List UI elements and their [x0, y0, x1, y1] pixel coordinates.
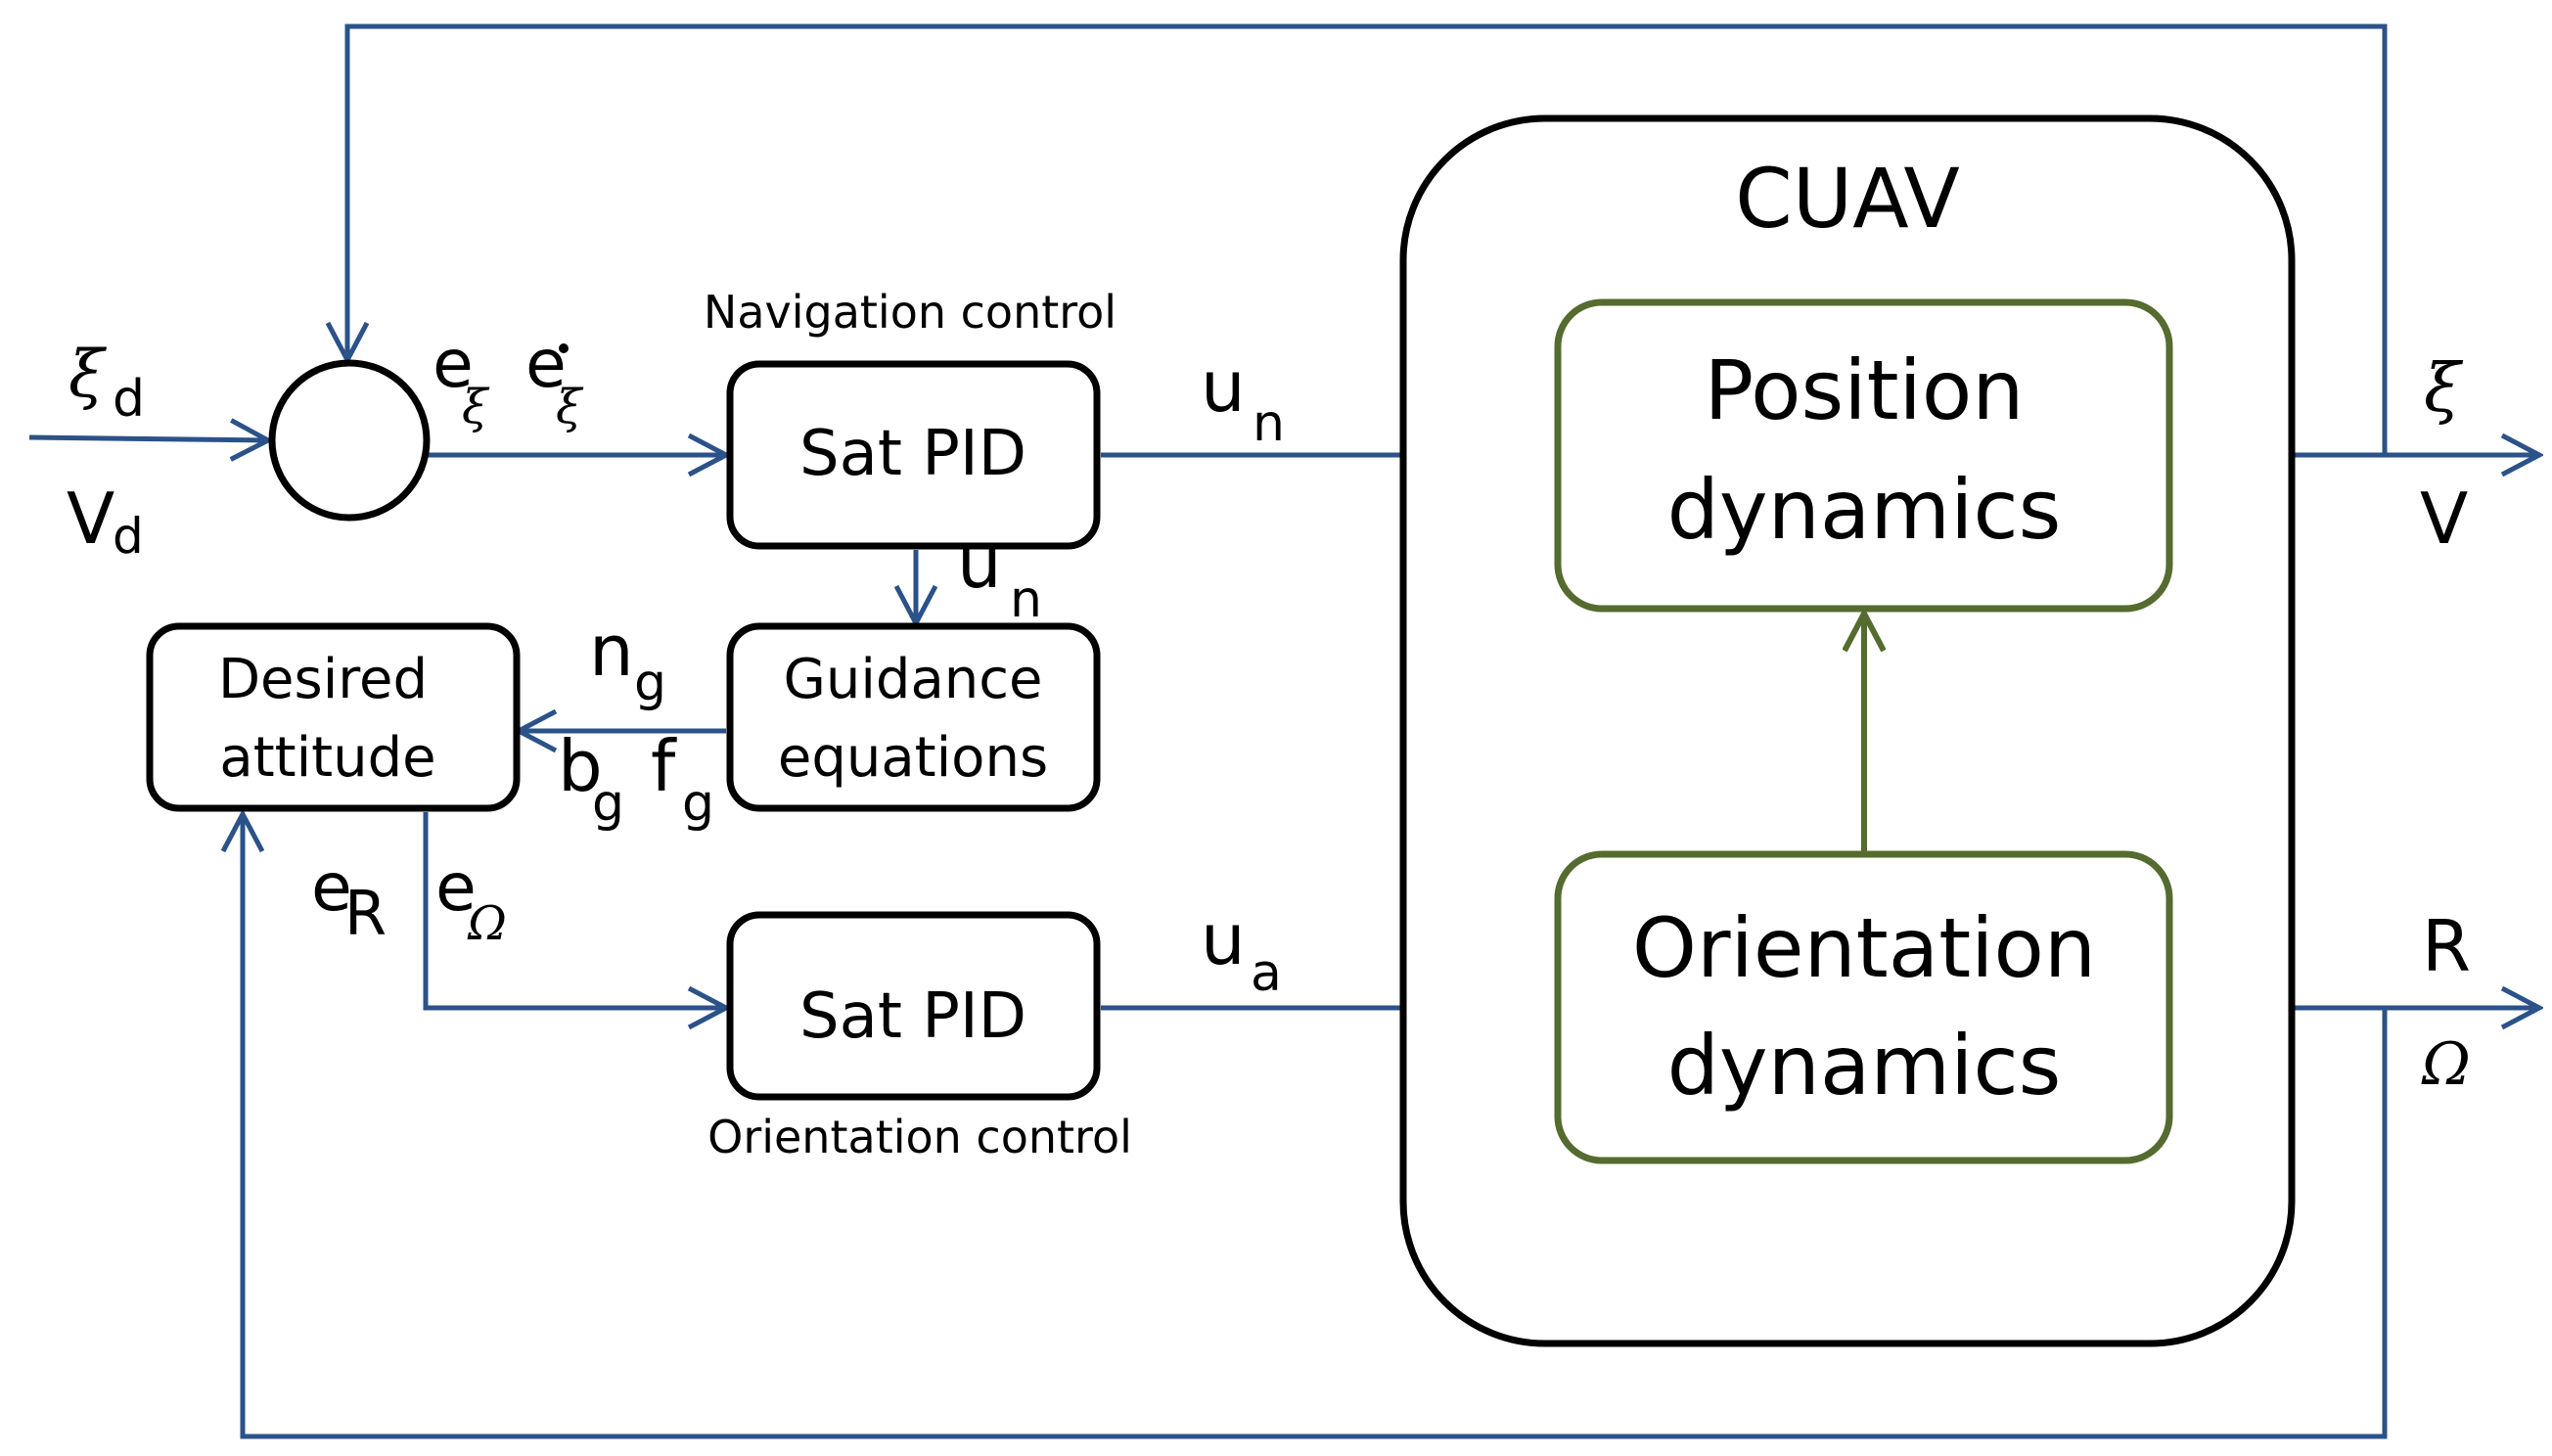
un-top-subscript: n: [1253, 394, 1285, 453]
nav-pid-block: [726, 360, 1101, 550]
position-label-line2: dynamics: [1667, 462, 2062, 558]
un-mid-symbol: u: [957, 522, 1002, 604]
ua-symbol: u: [1201, 898, 1246, 980]
bg-subscript: g: [592, 774, 624, 833]
reference-input-arrow: [28, 437, 268, 440]
eR-symbol: e: [311, 849, 352, 927]
nav-control-label: Navigation control: [704, 286, 1116, 339]
bg-symbol: b: [558, 725, 603, 807]
desired-label-line1: Desired: [218, 648, 428, 711]
r-output-label: R: [2422, 905, 2471, 987]
ng-symbol: n: [589, 610, 634, 692]
e-xi-dot-subscript: ξ: [556, 380, 584, 434]
xi-d-symbol: ξ: [68, 337, 108, 412]
guidance-label-line2: equations: [778, 726, 1048, 790]
v-d-subscript: d: [113, 508, 144, 565]
position-label-line1: Position: [1704, 342, 2024, 438]
orientation-dynamics-block: [1554, 850, 2173, 1164]
e-xi-subscript: ξ: [462, 380, 490, 434]
e-xi-symbol: e: [433, 326, 474, 403]
v-d-symbol: V: [67, 478, 114, 560]
desired-label-line2: attitude: [219, 726, 435, 790]
orient-control-label: Orientation control: [707, 1111, 1132, 1163]
omega-output-label: Ω: [2421, 1030, 2471, 1099]
orientation-label-line2: dynamics: [1667, 1018, 2062, 1114]
position-dynamics-block: [1554, 298, 2173, 613]
e-xi-dot-symbol: e: [525, 326, 567, 403]
eOmega-symbol: e: [435, 849, 477, 927]
un-top-symbol: u: [1201, 345, 1246, 428]
state-feedback-arrow: [347, 23, 2388, 455]
fg-symbol: f: [651, 725, 677, 807]
guidance-label-line1: Guidance: [783, 648, 1042, 711]
orient-pid-block: [726, 911, 1101, 1101]
eOmega-subscript: Ω: [467, 896, 507, 951]
eR-subscript: R: [344, 878, 387, 949]
orientation-label-line1: Orientation: [1632, 900, 2096, 996]
summing-junction: [268, 359, 431, 522]
ua-subscript: a: [1251, 944, 1282, 1003]
orient-pid-label: Sat PID: [799, 980, 1026, 1053]
v-output-label: V: [2420, 478, 2468, 560]
xi-output-label: ξ: [2424, 350, 2464, 428]
time-derivative-dot: [559, 343, 569, 353]
desired-attitude-block: [146, 622, 521, 812]
attitude-error-arrow: [423, 812, 726, 1008]
ng-subscript: g: [634, 654, 666, 712]
fg-subscript: g: [682, 774, 714, 833]
un-mid-subscript: n: [1010, 570, 1042, 629]
xi-d-subscript: d: [113, 370, 145, 429]
nav-pid-label: Sat PID: [799, 418, 1026, 490]
guidance-block: [726, 622, 1101, 812]
attitude-feedback-arrow: [243, 814, 2388, 1439]
cuav-label: CUAV: [1735, 151, 1960, 247]
